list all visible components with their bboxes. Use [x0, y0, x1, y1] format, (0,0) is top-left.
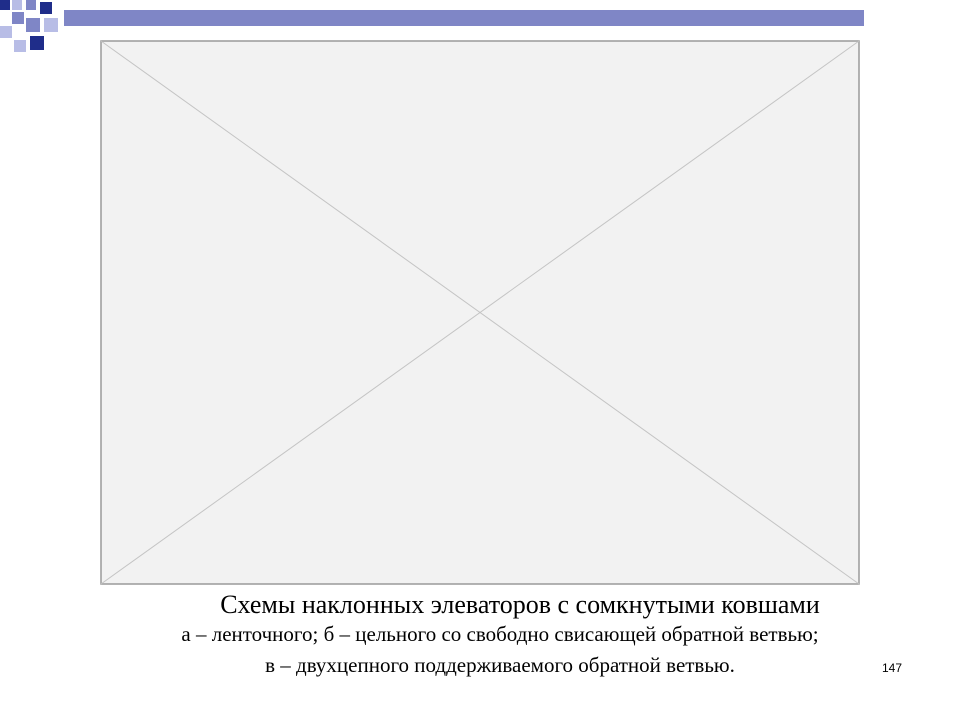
slide-title: Схемы наклонных элеваторов с сомкнутыми …	[220, 590, 820, 619]
image-placeholder-icon	[100, 40, 860, 585]
header-squares-graphic	[0, 0, 864, 52]
page-number: 147	[882, 661, 903, 675]
caption-line-2: в – двухцепного поддерживаемого обратной…	[265, 653, 735, 677]
caption-line-1: а – ленточного; б – цельного со свободно…	[181, 622, 819, 646]
elevator-schemes-figure	[100, 40, 860, 585]
slide-header-decoration	[0, 0, 960, 60]
